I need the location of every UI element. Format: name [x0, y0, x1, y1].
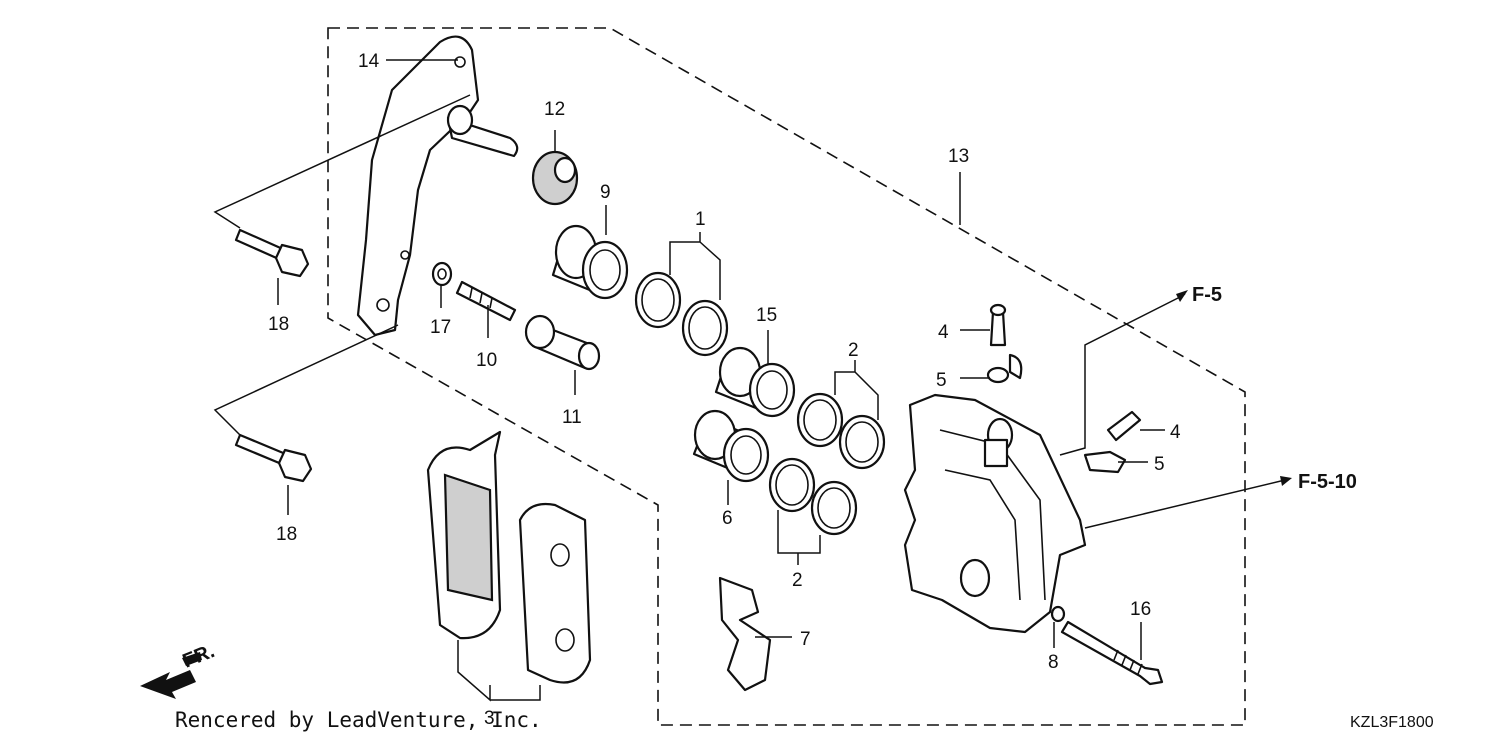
- piston-seals-2-upper: [796, 392, 886, 470]
- callout-16: 16: [1130, 599, 1151, 620]
- callout-1: 1: [695, 209, 706, 230]
- callout-labels: 14 12 9 1 13 18 17 10 11 15 2 4 5 4 5 18…: [268, 51, 1357, 729]
- callout-4-upper: 4: [938, 322, 949, 343]
- callout-5-upper: 5: [936, 370, 947, 391]
- diagram-code: KZL3F1800: [1350, 714, 1434, 731]
- callout-18-lower: 18: [276, 524, 297, 545]
- callout-5-lower: 5: [1154, 454, 1165, 475]
- callout-8: 8: [1048, 652, 1059, 673]
- pin-bolt-11: [524, 314, 601, 371]
- callout-13: 13: [948, 146, 969, 167]
- front-arrow-icon: FR.: [140, 640, 218, 699]
- pin-boot: [531, 150, 579, 206]
- caliper-bracket: [356, 35, 519, 337]
- reference-f-5[interactable]: F-5: [1192, 284, 1222, 306]
- leader-lines: [213, 59, 1292, 702]
- callout-17: 17: [430, 317, 451, 338]
- bleeder-cap-5-lower: [1083, 450, 1127, 474]
- callout-14: 14: [358, 51, 380, 72]
- piston-6: [692, 409, 770, 483]
- assembly-boundary: [327, 27, 1246, 726]
- bleeder-cap-5-upper: [986, 353, 1023, 384]
- piston-seals-2-lower: [768, 457, 858, 536]
- bleeder-valve-4-upper: [989, 303, 1007, 347]
- pin-10: [455, 280, 517, 322]
- brake-pads-3: [426, 430, 592, 684]
- callout-10: 10: [476, 350, 497, 371]
- bleeder-valve-4-lower: [1106, 410, 1142, 442]
- callout-11: 11: [562, 407, 582, 428]
- bolt-18-upper: [234, 228, 310, 278]
- callout-2-lower: 2: [792, 570, 803, 591]
- callout-3: 3: [484, 708, 495, 729]
- callout-2-upper: 2: [848, 340, 859, 361]
- pin-bolt-16: [1060, 620, 1164, 686]
- callout-12: 12: [544, 99, 565, 120]
- callout-6: 6: [722, 508, 733, 529]
- callout-9: 9: [600, 182, 611, 203]
- front-indicator-label: FR.: [180, 640, 218, 672]
- callout-15: 15: [756, 305, 777, 326]
- callout-7: 7: [800, 629, 811, 650]
- render-credit: Rencered by LeadVenture, Inc.: [175, 708, 542, 732]
- callout-4-lower: 4: [1170, 422, 1181, 443]
- piston-seals-1: [634, 271, 729, 357]
- reference-f-5-10[interactable]: F-5-10: [1298, 471, 1357, 493]
- callout-18-upper: 18: [268, 314, 289, 335]
- caliper-body: [903, 393, 1087, 634]
- washer-17: [431, 261, 453, 287]
- washer-8: [1050, 605, 1066, 623]
- piston-15: [714, 346, 796, 418]
- piston-9: [551, 224, 629, 300]
- bolt-18-lower: [234, 433, 313, 483]
- pad-spring-7: [718, 576, 772, 692]
